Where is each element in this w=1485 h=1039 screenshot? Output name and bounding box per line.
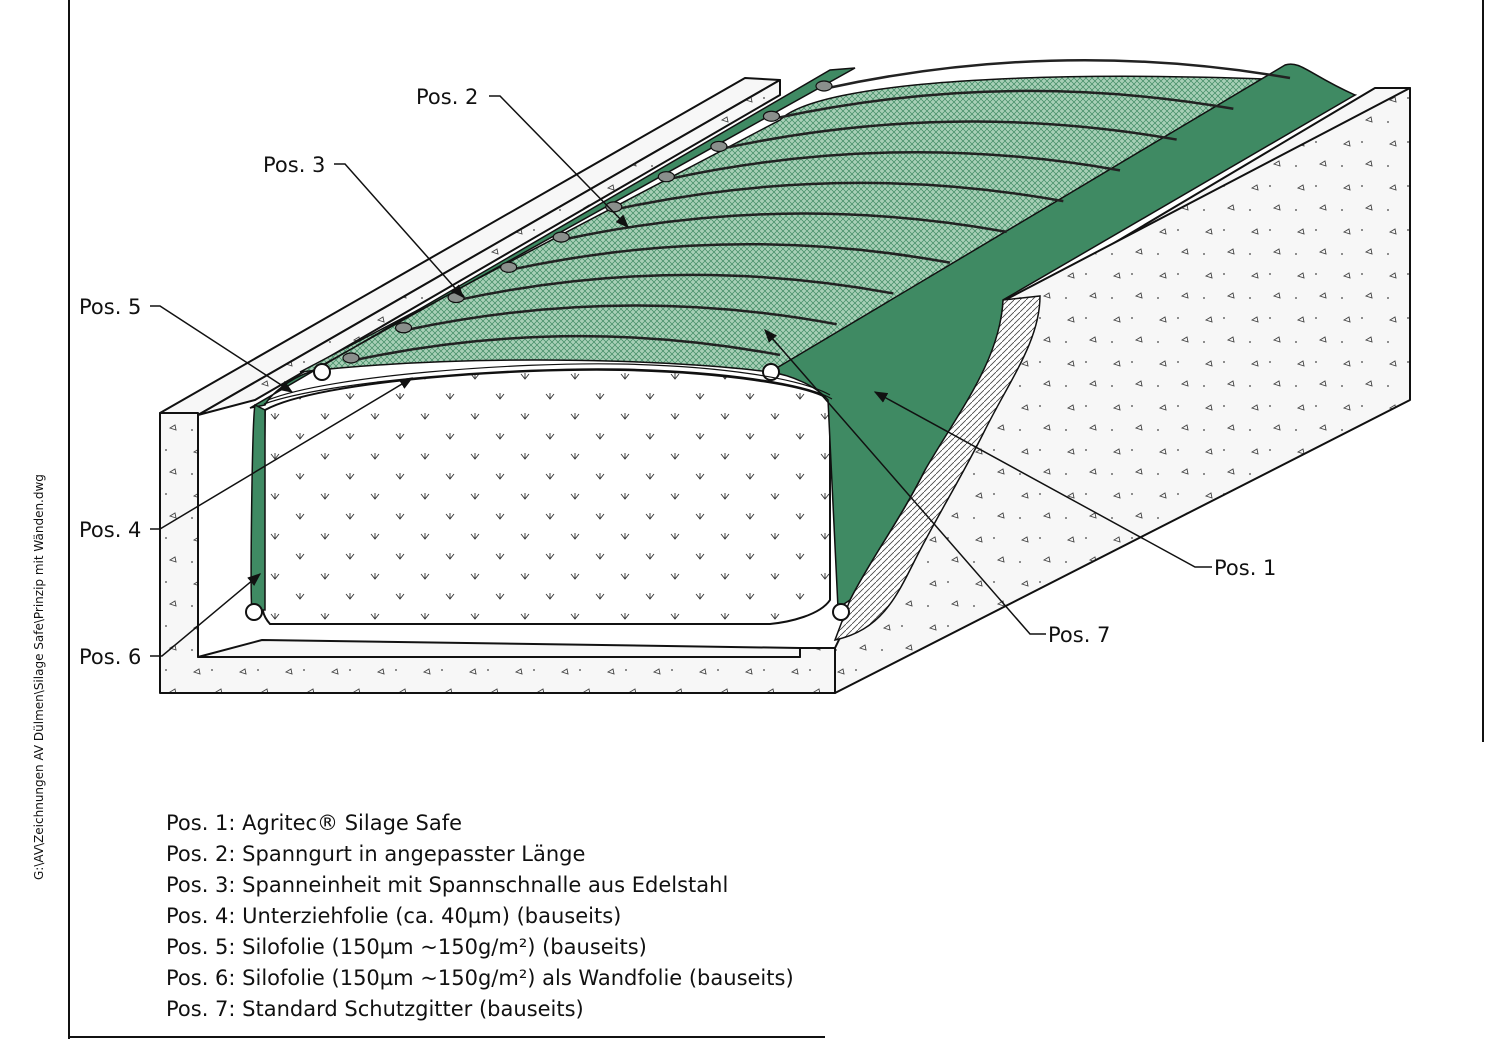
leader-pos2 — [489, 95, 629, 228]
film-layers — [267, 363, 831, 401]
tension-buckle — [657, 171, 675, 183]
callout-leaders — [150, 95, 1212, 657]
legend-line: Pos. 7: Standard Schutzgitter (bauseits) — [166, 997, 584, 1021]
floor — [197, 639, 801, 658]
tension-strap — [354, 334, 781, 362]
legend-line: Pos. 4: Unterziehfolie (ca. 40µm) (bause… — [166, 904, 621, 928]
silage-section — [260, 368, 831, 625]
tension-strap — [722, 120, 1177, 150]
tension-strap — [827, 58, 1291, 90]
tension-strap — [670, 150, 1121, 180]
tension-straps — [354, 58, 1291, 362]
tension-buckle — [552, 231, 570, 243]
tension-strap — [407, 304, 837, 332]
callout-pos1: Pos. 1 — [1214, 556, 1276, 580]
callout-pos4: Pos. 4 — [79, 518, 141, 542]
leader-pos6 — [150, 573, 262, 657]
tension-buckle — [342, 352, 360, 364]
callout-pos5: Pos. 5 — [79, 295, 141, 319]
legend: Pos. 1: Agritec® Silage Safe Pos. 2: Spa… — [166, 811, 794, 1021]
pipe-weight-bottom-right — [832, 603, 850, 621]
tension-strap — [617, 181, 1064, 211]
drawing-frame — [68, 0, 1484, 1039]
left-wall-inner — [197, 79, 781, 416]
legend-line: Pos. 6: Silofolie (150µm ~150g/m²) als W… — [166, 966, 794, 990]
legend-line: Pos. 3: Spanneinheit mit Spannschnalle a… — [166, 873, 728, 897]
tension-strap — [512, 242, 951, 271]
tension-buckle — [500, 261, 518, 273]
leader-pos3 — [334, 163, 464, 299]
tension-buckle — [447, 291, 465, 304]
callout-pos3: Pos. 3 — [263, 153, 325, 177]
tension-buckle — [394, 322, 413, 334]
pipe-weight-top-left — [313, 363, 331, 381]
callout-pos2: Pos. 2 — [416, 85, 478, 109]
callout-pos6: Pos. 6 — [79, 645, 141, 669]
legend-line: Pos. 1: Agritec® Silage Safe — [166, 811, 462, 835]
leader-pos1 — [873, 391, 1212, 568]
tension-buckle — [710, 140, 728, 153]
tension-buckle — [762, 110, 781, 122]
pipe-weight-bottom-left — [245, 603, 263, 621]
file-path-label: G:\AV\Zeichnungen AV Dülmen\Silage Safe\… — [32, 474, 46, 880]
leader-pos7 — [764, 328, 1046, 635]
callout-pos7: Pos. 7 — [1048, 623, 1110, 647]
right-cover-side — [767, 63, 1357, 610]
tension-buckle — [815, 80, 833, 92]
legend-line: Pos. 2: Spanngurt in angepasster Länge — [166, 842, 585, 866]
pipe-weights — [245, 363, 850, 621]
tension-strap — [775, 89, 1234, 120]
tension-strap — [459, 273, 894, 301]
legend-line: Pos. 5: Silofolie (150µm ~150g/m²) (baus… — [166, 935, 647, 959]
leader-pos5 — [150, 305, 294, 393]
leader-pos4 — [150, 377, 414, 530]
